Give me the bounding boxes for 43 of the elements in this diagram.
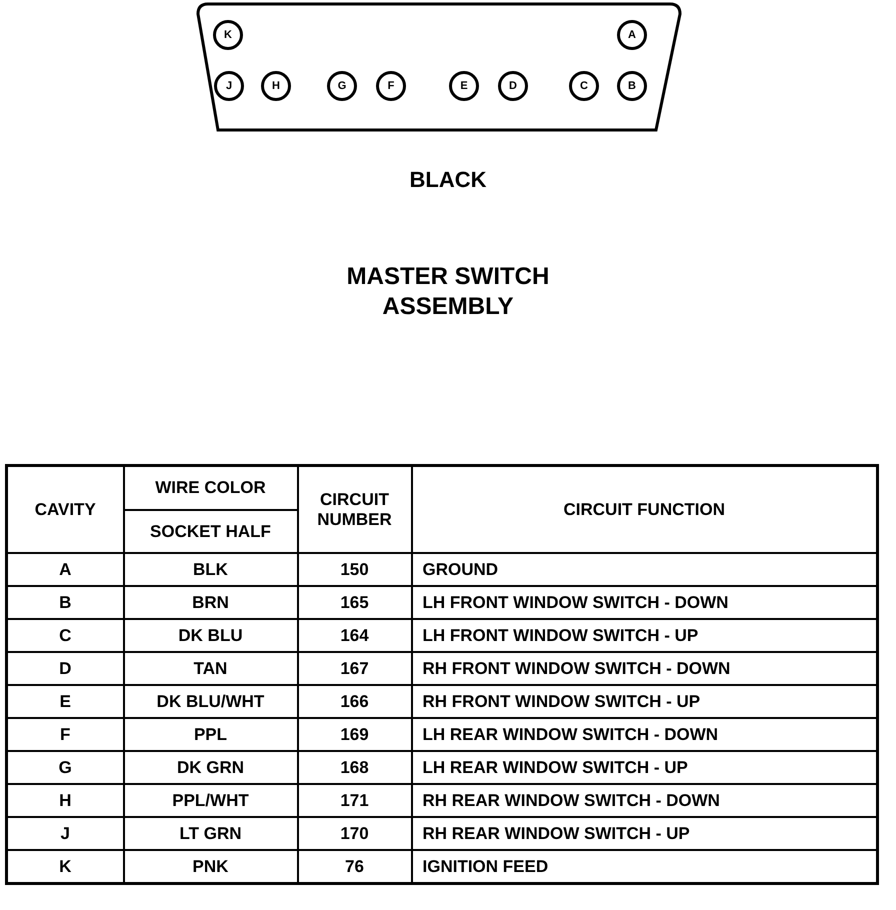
table-cell: LT GRN [124,817,298,850]
table-cell: E [6,685,124,718]
table-cell: 168 [298,751,412,784]
pin-cavity: F [376,71,406,101]
pin-cavity: H [261,71,291,101]
table-header-cell: CIRCUIT NUMBER [298,466,412,553]
table-cell: DK BLU [124,619,298,652]
table-header-cell: WIRE COLOR [124,466,298,510]
title: MASTER SWITCH ASSEMBLY [346,262,550,322]
table-cell: BRN [124,586,298,619]
pin-cavity: D [498,71,528,101]
table-cell: H [6,784,124,817]
pin-cavity: C [569,71,599,101]
pin-cavity: K [213,20,243,50]
table-cell: A [6,553,124,586]
table-cell: 164 [298,619,412,652]
table-cell: DK GRN [124,751,298,784]
pin-cavity: A [617,20,647,50]
table-cell: TAN [124,652,298,685]
table-cell: J [6,817,124,850]
table-cell: 170 [298,817,412,850]
table-cell: PPL/WHT [124,784,298,817]
table-cell: C [6,619,124,652]
table-cell: 171 [298,784,412,817]
connector-outline [196,2,682,132]
pin-cavity: J [214,71,244,101]
table-cell: G [6,751,124,784]
table-cell: F [6,718,124,751]
table-cell: 166 [298,685,412,718]
table-header-cell: CAVITY [6,466,124,553]
table-cell: D [6,652,124,685]
connector-color: BLACK [410,166,486,194]
table-cell: DK BLU/WHT [124,685,298,718]
table-cell: 165 [298,586,412,619]
pin-cavity: E [449,71,479,101]
table-cell: PPL [124,718,298,751]
pin-cavity: G [327,71,357,101]
table-cell: 150 [298,553,412,586]
table-cell: 169 [298,718,412,751]
table-cell: BLK [124,553,298,586]
pin-cavity: B [617,71,647,101]
table-cell: B [6,586,124,619]
table-cell: 167 [298,652,412,685]
